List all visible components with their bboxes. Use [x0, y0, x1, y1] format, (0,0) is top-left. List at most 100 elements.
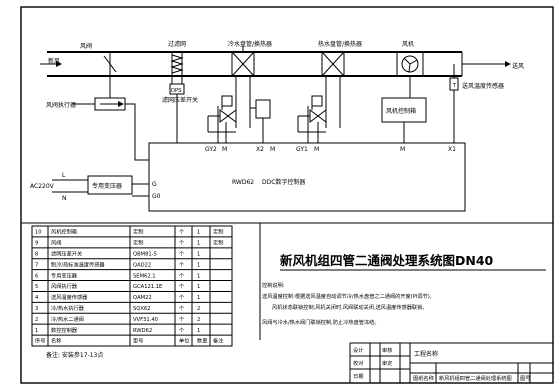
- tb-project-label: 工程名称: [414, 350, 438, 358]
- bom-cell-qty: 1: [197, 284, 200, 290]
- terminal-gy1: GY1: [296, 146, 308, 153]
- controller-label: DDC数字控制器: [262, 178, 305, 186]
- damper-blade: [103, 52, 117, 76]
- bom-cell-unit: 个: [179, 305, 185, 312]
- title-block: [349, 342, 554, 384]
- bom-cell-no: 1: [35, 328, 38, 334]
- bom-cell-name: 制冷/热标准温度传感器: [51, 260, 105, 268]
- bom-cell-unit: 个: [179, 316, 185, 323]
- bom-cell-qty: 2: [197, 306, 200, 312]
- tb-no-label: 图号: [520, 375, 530, 382]
- cooling-coil-label: 冷水盘管/换热器: [228, 40, 272, 48]
- bom-cell-unit: 个: [179, 294, 185, 301]
- dps-tag: DPS: [171, 88, 181, 94]
- drawing-frame: [20, 6, 554, 384]
- notes-line-2: 风机状态联锁控制;风机关闭时,风阀联动关闭,送风温度传感器联锁。: [272, 303, 427, 311]
- supply-air-label: 送风: [512, 62, 524, 70]
- bom-cell-name: 风机控制箱: [51, 228, 77, 236]
- bom-cell-model: RWD62: [133, 328, 152, 334]
- bom-cell-name: 送风温度传感器: [51, 293, 88, 301]
- filter-dp-switch-label: 滤网压差开关: [162, 96, 198, 104]
- bom-cell-qty: 1: [197, 328, 200, 334]
- ddc-controller-box: [148, 142, 466, 212]
- bom-cell-unit: 个: [179, 240, 185, 247]
- bom-cell-name: 冷/热水执行器: [51, 304, 85, 312]
- bom-cell-unit: 个: [179, 327, 185, 334]
- bom-cell-model: QAM22: [133, 295, 152, 301]
- bom-cell-qty: 1: [197, 241, 200, 247]
- bom-cell-remark: 定制: [213, 228, 223, 236]
- damper-actuator-label: 风阀执行器: [46, 101, 76, 109]
- bom-cell-name: 风阀执行器: [51, 282, 78, 290]
- bom-cell-model: VVF31.40: [133, 317, 158, 323]
- bom-cell-model: 定制: [133, 228, 143, 236]
- bom-cell-qty: 1: [197, 273, 200, 279]
- notes-line-3: 风阀与冷水/热水阀门联锁控制,防止冷热盘管冻结。: [262, 318, 380, 326]
- bom-cell-unit: 个: [179, 272, 185, 279]
- bom-cell-no: 6: [35, 273, 38, 279]
- cooling-valve-icon: [207, 76, 251, 133]
- bom-cell-unit: 个: [179, 229, 185, 236]
- bom-cell-model: SQX62: [133, 306, 151, 312]
- cooling-coil-icon: [231, 46, 255, 77]
- power-n: N: [62, 195, 67, 202]
- bom-cell-unit: 个: [179, 283, 185, 290]
- tb-approve: 审定: [382, 359, 392, 367]
- terminal-m2: M: [270, 146, 275, 153]
- bom-cell-name: 风阀: [51, 239, 61, 247]
- controller-terminals: GY2 M X2 M GY1 M M X1 G G0: [152, 146, 456, 200]
- terminal-gy2: GY2: [205, 146, 217, 153]
- bom-cell-name: 滤网压差开关: [51, 249, 82, 257]
- bom-cell-name: 数控控制器: [51, 326, 78, 334]
- tb-check: 校对: [353, 359, 363, 367]
- fan-label: 风机: [402, 40, 414, 48]
- bom-header-unit: 单位: [179, 337, 189, 345]
- bom-cell-name: 冷/热水二通阀: [51, 315, 84, 323]
- bom-cell-no: 8: [35, 251, 38, 257]
- supply-temp-sensor-label: 送风温度传感器: [462, 82, 504, 90]
- tb-design: 设计: [353, 346, 363, 354]
- bom-cell-qty: 1: [197, 262, 200, 268]
- fan-icon: [396, 51, 424, 77]
- bom-header-no: 序号: [35, 337, 45, 345]
- tb-date: 日期: [353, 373, 363, 380]
- bom-header-qty: 数量: [197, 337, 207, 345]
- terminal-x1: X1: [448, 146, 456, 153]
- bom-header-remark: 备注: [213, 337, 223, 345]
- duct-damper-label: 风阀: [80, 42, 92, 50]
- bom-cell-qty: 1: [197, 230, 200, 236]
- fan-control-box-label: 风机控制箱: [386, 107, 416, 115]
- bom-cell-model: SEM62.1: [133, 273, 156, 279]
- sensor-tag: T: [452, 83, 457, 89]
- terminal-g: G: [152, 181, 157, 188]
- drawing-title: 新风机组四管二通阀处理系统图DN40: [280, 253, 494, 268]
- transformer-box: [87, 175, 133, 195]
- filter-icon: [170, 51, 184, 77]
- bom-cell-no: 4: [35, 295, 39, 301]
- power-l: L: [62, 172, 66, 179]
- fresh-air-label: 新风: [48, 57, 60, 65]
- bom-footnote: 备注: 安装参17-13点: [46, 351, 103, 359]
- water-temp-sensor-icon: [255, 99, 271, 119]
- tb-review: 审核: [382, 346, 392, 354]
- bom-cell-model: QBM81-5: [133, 251, 157, 257]
- tb-drawing-name: 新风机组四管二通阀处理系统图: [439, 374, 512, 382]
- air-duct: [40, 51, 511, 77]
- bom-header-model: 型号: [133, 337, 143, 345]
- bom-cell-qty: 2: [197, 317, 200, 323]
- heating-coil-label: 热水盘管/换热器: [318, 40, 362, 48]
- filter-label: 过滤网: [168, 40, 186, 48]
- bom-cell-remark: 定制: [213, 239, 223, 247]
- bom-cell-model: 定制: [133, 239, 143, 247]
- bom-cell-name: 专用变压器: [51, 271, 78, 279]
- power-label: AC220V: [30, 183, 55, 190]
- bom-cell-qty: 1: [197, 295, 200, 301]
- bom-cell-unit: 个: [179, 250, 185, 257]
- tb-drawing-label: 图纸名称: [413, 374, 434, 382]
- heating-valve-icon: [297, 76, 341, 133]
- notes-line-1: 送风温度控制:根据送风温度自动调节冷/热水盘管之二通阀的开度(PI调节),: [262, 292, 432, 300]
- transformer-label: 专用变压器: [92, 182, 122, 190]
